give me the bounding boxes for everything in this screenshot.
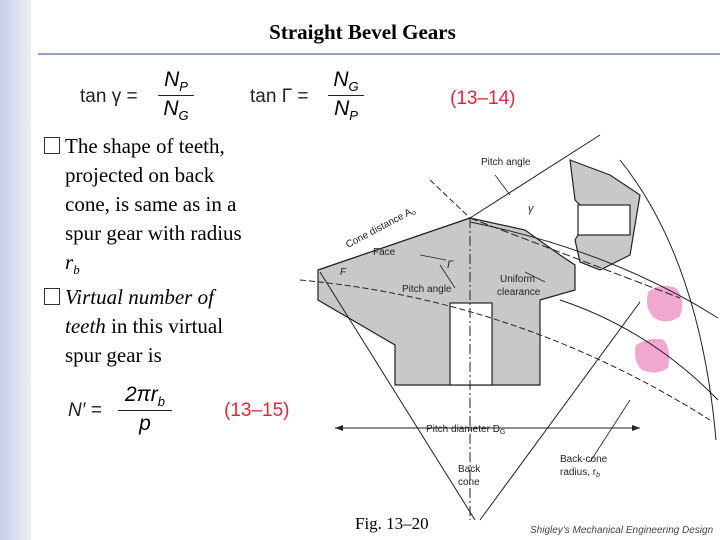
label-pitch-angle-top: Pitch angle <box>481 157 531 168</box>
eq2-fraction: NG NP <box>328 68 364 123</box>
leader-pitch-angle-top <box>494 174 511 196</box>
mating-tooth-upper <box>646 285 683 322</box>
arrow-left-icon <box>335 425 343 431</box>
pitch-arc-1 <box>299 279 711 421</box>
mating-tooth-lower <box>634 338 670 373</box>
label-back-cone-radius-1: Back-cone <box>560 454 608 465</box>
eq3-lhs: N′ = <box>68 400 102 421</box>
slide-title: Straight Bevel Gears <box>269 20 456 44</box>
eq1-lhs: tan γ = <box>80 86 138 107</box>
pitch-arc-4 <box>619 159 717 441</box>
label-face: Face <box>373 247 396 258</box>
cone-line-upper <box>469 134 601 219</box>
label-face-symbol: F <box>340 267 347 278</box>
eq2-lhs: tan Γ = <box>250 86 309 107</box>
leader-face <box>419 254 447 261</box>
label-pitch-diameter: Pitch diameter DG <box>426 424 505 436</box>
eq3-number: (13–15) <box>224 400 290 421</box>
pitch-line <box>469 217 681 299</box>
label-pitch-angle-mid: Pitch angle <box>402 284 452 295</box>
arrow-right-icon <box>632 425 640 431</box>
leader-clearance <box>524 271 546 283</box>
figure-caption: Fig. 13–20 <box>355 514 429 533</box>
eq1-fraction: NP NG <box>158 68 194 123</box>
cone-line-left <box>317 217 471 271</box>
bullet-box-icon <box>44 137 60 154</box>
eq1-number: (13–14) <box>450 88 516 109</box>
pitch-arc-3 <box>559 299 719 401</box>
leader-pitch-angle-mid <box>439 264 456 289</box>
bullet-teeth-shape: The shape of teeth, projected on back co… <box>44 132 259 284</box>
label-back-cone-radius-2: radius, rb <box>560 467 600 479</box>
back-cone-right <box>479 301 641 521</box>
label-cone-distance-sub: o <box>411 209 418 217</box>
title-rule <box>38 53 720 55</box>
back-cone-left <box>319 271 476 521</box>
pitch-arc-2 <box>469 221 719 319</box>
label-back: Back <box>458 464 481 475</box>
axis-upper <box>429 179 471 219</box>
label-cone: cone <box>458 477 480 488</box>
sidebar-strip <box>0 0 31 540</box>
pinion-bore <box>577 204 631 236</box>
label-clearance: clearance <box>497 287 541 298</box>
leader-back-cone-radius <box>589 399 631 463</box>
label-gamma: γ <box>528 203 535 215</box>
bullet-box-icon <box>44 288 60 305</box>
figure-credit: Shigley's Mechanical Engineering Design <box>530 525 714 536</box>
gear-body <box>317 217 576 386</box>
bullet-virtual-number: Virtual number of teeth in this virtual … <box>44 283 259 370</box>
gear-bore <box>449 302 493 386</box>
eq3-fraction: 2πrb p <box>118 383 172 436</box>
label-uniform: Uniform <box>500 274 535 285</box>
label-Gamma: Γ <box>447 259 454 271</box>
